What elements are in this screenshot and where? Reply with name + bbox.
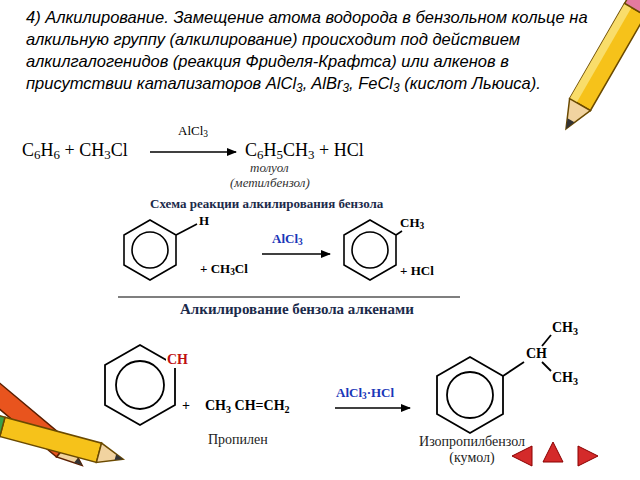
subscript-index: 3 — [296, 81, 303, 95]
product-name: (метилбензол) — [230, 176, 310, 191]
subscript-index: 6 — [257, 147, 263, 162]
section-heading: Схема реакции алкилирования бензола — [150, 197, 383, 212]
subscript-index: 3 — [226, 404, 231, 415]
subscript-index: 3 — [420, 221, 425, 231]
reagent-label: + CH3Cl — [200, 262, 248, 277]
benzene-ring — [105, 345, 175, 425]
separator-line — [118, 296, 460, 297]
compound-name: Пропилен — [208, 432, 268, 448]
catalyst-label: AlCl3·HCl — [336, 386, 394, 401]
reaction-arrow — [262, 253, 330, 254]
subscript-index: 3 — [104, 147, 110, 162]
subscript-index: 3 — [573, 326, 578, 337]
slide-heading: 4) Алкилирование. Замещение атома водоро… — [26, 6, 588, 94]
catalyst-label: AlCl3 — [178, 124, 208, 139]
reagent-label: CH3 CH=CH2 — [205, 398, 290, 414]
group-label: CH — [526, 346, 547, 362]
equation-products: C6H5CH3 + HCl — [245, 140, 364, 161]
toluene-ring — [344, 220, 402, 280]
subscript-index: 3 — [203, 129, 208, 139]
atom-label: H — [199, 214, 209, 229]
reaction-arrow — [150, 151, 236, 152]
pencil-decoration — [0, 414, 126, 469]
group-label: CH3 — [552, 320, 578, 336]
subscript-index: 3 — [308, 147, 314, 162]
plus-sign: + — [182, 398, 190, 414]
subscript-index: 3 — [362, 391, 367, 401]
subscript-index: 3 — [298, 237, 303, 247]
group-label: CH3 — [400, 216, 424, 231]
cumene-ring — [437, 335, 551, 433]
subscript-index: 3 — [230, 267, 235, 277]
reagent-label: + HCl — [400, 264, 434, 279]
group-label: CH3 — [552, 370, 578, 386]
reaction-arrow — [335, 407, 410, 408]
subscript-index: 6 — [54, 147, 60, 162]
subscript-index: 6 — [34, 147, 40, 162]
subscript-index: 3 — [393, 81, 400, 95]
section-heading: Алкилирование бензола алкенами — [180, 301, 414, 318]
subscript-index: 2 — [285, 404, 290, 415]
subscript-index: 5 — [277, 147, 283, 162]
equation-reagents: C6H6 + CH3Cl — [22, 140, 128, 161]
product-name: толуол — [250, 161, 289, 176]
subscript-index: 3 — [573, 376, 578, 387]
compound-name: Изопропилбензол (кумол) — [412, 434, 532, 466]
benzene-ring — [124, 220, 197, 280]
atom-label: CH — [166, 352, 189, 368]
subscript-index: 3 — [342, 81, 349, 95]
catalyst-label: AlCl3 — [272, 232, 303, 247]
